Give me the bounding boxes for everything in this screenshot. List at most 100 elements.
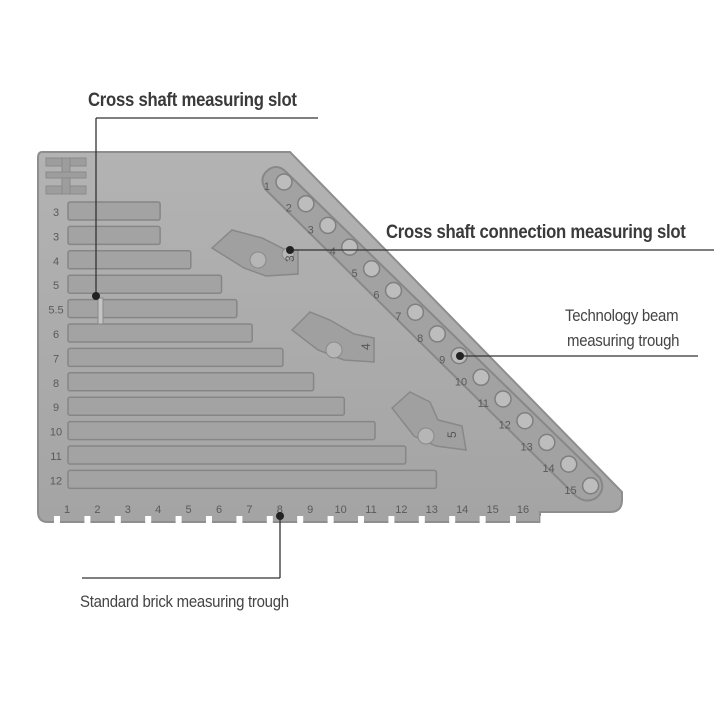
scale-label: 6 <box>216 504 222 516</box>
notch <box>479 516 486 524</box>
scale-label: 3 <box>125 504 131 516</box>
notch <box>54 516 60 524</box>
row-label: 7 <box>53 353 59 365</box>
scale-label: 12 <box>395 504 407 516</box>
notch <box>418 516 425 524</box>
scale-label: 16 <box>517 504 529 516</box>
beam-scale-label: 4 <box>330 246 336 258</box>
beam-hole <box>297 194 315 213</box>
brick-trough <box>67 396 346 416</box>
scale-label: 4 <box>155 504 161 516</box>
notch <box>206 516 212 524</box>
brick-trough <box>67 420 376 441</box>
row-label: 5.5 <box>48 305 63 317</box>
beam-hole <box>538 433 556 452</box>
row-label: 6 <box>53 329 59 341</box>
row-label: 3 <box>53 231 59 243</box>
notch <box>114 516 121 524</box>
beam-scale-label: 3 <box>308 224 314 236</box>
beam-hole <box>275 173 293 191</box>
beam-hole <box>559 455 578 473</box>
scale-label: 5 <box>186 504 192 516</box>
beam-scale-label: 2 <box>286 203 292 215</box>
row-label: 4 <box>53 256 59 268</box>
notch <box>449 516 456 524</box>
callout-cross-shaft-slot: Cross shaft measuring slot <box>88 90 297 111</box>
connector-label-5: 5 <box>445 431 459 438</box>
bottom-notches <box>54 516 547 524</box>
beam-scale-label: 12 <box>499 420 511 432</box>
beam-hole <box>581 477 600 495</box>
beam-hole <box>340 238 359 256</box>
connector-label-3: 3 <box>283 255 297 262</box>
brick-trough <box>67 274 223 294</box>
row-label: 12 <box>50 475 62 487</box>
beam-hole <box>362 260 381 278</box>
beam-hole <box>319 216 337 235</box>
row-label: 10 <box>50 427 62 439</box>
callout-technology-beam-line1: Technology beam <box>565 306 679 325</box>
scale-label: 1 <box>64 504 70 516</box>
notch <box>175 516 182 524</box>
notch <box>540 516 547 524</box>
cross-shaft-slot <box>97 297 104 325</box>
row-label: 11 <box>50 451 61 463</box>
beam-scale-label: 15 <box>564 485 576 497</box>
beam-hole <box>516 411 534 430</box>
notch <box>327 516 334 524</box>
notch <box>84 516 91 524</box>
callout-lines <box>82 117 714 579</box>
beam-scale-label: 11 <box>478 398 489 410</box>
brick-trough <box>67 445 407 465</box>
notch <box>510 516 516 524</box>
beam-scale-label: 7 <box>395 311 401 323</box>
connector-label-4: 4 <box>359 343 373 350</box>
beam-hole <box>494 390 512 408</box>
beam-hole <box>406 303 425 321</box>
beam-scale-label: 5 <box>351 268 357 280</box>
beam-scale-label: 9 <box>439 355 445 367</box>
connector-slot-3 <box>210 229 299 277</box>
connector-slot-4 <box>290 311 375 363</box>
brick-troughs <box>67 201 438 490</box>
brick-trough <box>67 347 284 368</box>
scale-label: 14 <box>456 504 468 516</box>
brick-trough <box>67 469 438 490</box>
beam-hole <box>472 368 490 387</box>
callout-cross-shaft-connection: Cross shaft connection measuring slot <box>386 222 686 243</box>
scale-label: 8 <box>277 504 283 516</box>
beam-hole <box>384 281 403 300</box>
notch <box>297 516 304 524</box>
notch <box>388 516 395 524</box>
scale-label: 7 <box>246 504 252 516</box>
notch <box>358 516 364 524</box>
brick-trough <box>67 323 253 343</box>
brand-logo <box>45 157 87 195</box>
brick-trough <box>67 298 238 319</box>
beam-hole <box>428 325 447 343</box>
beam-scale-label: 1 <box>264 181 270 193</box>
scale-label: 11 <box>365 504 376 516</box>
beam-scale-label: 14 <box>542 463 554 475</box>
brick-trough <box>67 225 161 246</box>
notch <box>266 516 273 524</box>
row-label: 5 <box>53 280 59 292</box>
beam-scale-label: 6 <box>373 290 379 302</box>
row-label: 3 <box>53 207 59 219</box>
scale-label: 2 <box>94 504 100 516</box>
notch <box>236 516 243 524</box>
scale-label: 15 <box>486 504 498 516</box>
callout-technology-beam-line2: measuring trough <box>567 331 680 350</box>
beam-scale-label: 8 <box>417 333 423 345</box>
scale-label: 10 <box>334 504 346 516</box>
connector-slot-5 <box>390 391 467 451</box>
notch <box>145 516 152 524</box>
scale-label: 13 <box>426 504 438 516</box>
brick-trough <box>67 372 315 392</box>
beam-scale-label: 10 <box>455 376 467 388</box>
brick-trough <box>67 250 192 270</box>
